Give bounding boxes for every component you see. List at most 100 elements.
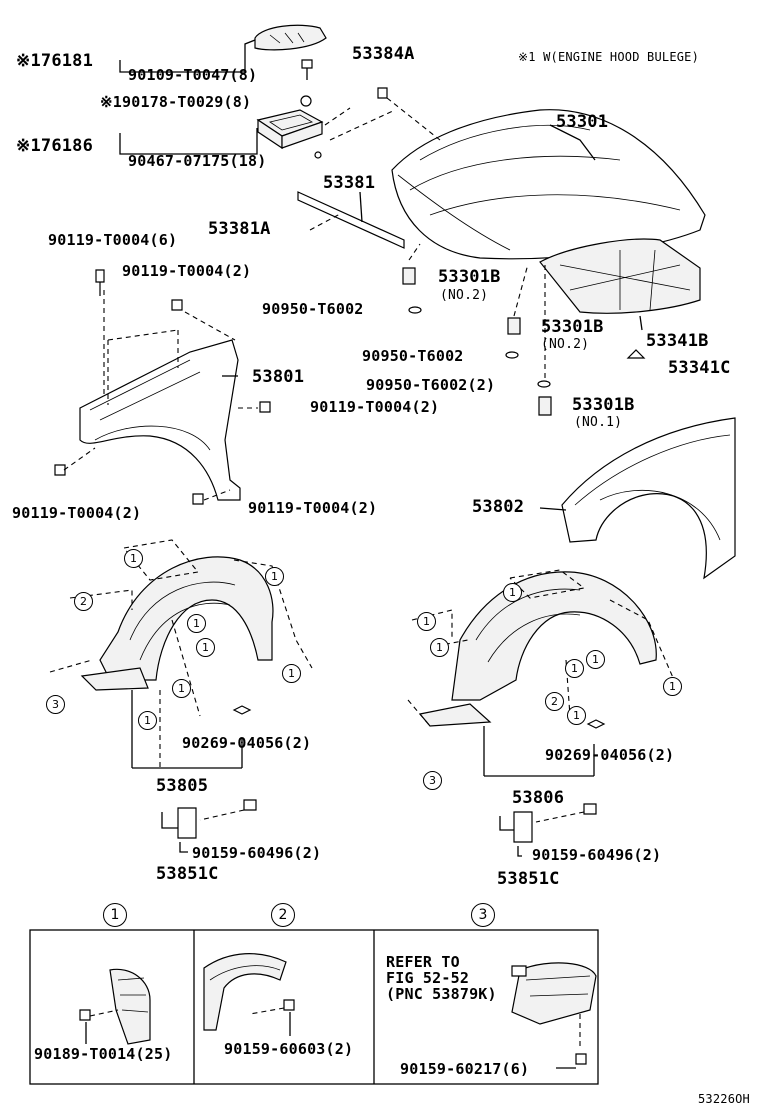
detail-3-part-label: 90159-60217(6) <box>400 1060 530 1078</box>
callout-2: 2 <box>74 592 93 611</box>
hood-seal-part <box>256 109 324 150</box>
callout-1: 1 <box>124 549 143 568</box>
callout-1: 1 <box>282 664 301 683</box>
part-label-53851C-a: 53851C <box>156 864 219 884</box>
clip-53341C <box>626 349 646 359</box>
part-label-53381: 53381 <box>323 173 376 193</box>
part-label-90269-a: 90269-04056(2) <box>182 734 312 752</box>
part-label-90269-b: 90269-04056(2) <box>545 746 675 764</box>
cushion-53301B-a <box>402 267 416 285</box>
part-label-176186: ※176186 <box>16 136 94 156</box>
callout-1: 1 <box>430 638 449 657</box>
part-label-90119-e: 90119-T0004(2) <box>248 499 378 517</box>
fender-right <box>561 417 736 580</box>
part-label-90109: 90109-T0047(8) <box>128 66 258 84</box>
washer-90950-b <box>505 351 519 359</box>
cushion-53301B-c <box>538 396 552 416</box>
part-label-53805: 53805 <box>156 776 209 796</box>
callout-1: 1 <box>565 659 584 678</box>
liner-flap-left <box>80 667 149 691</box>
part-label-53801: 53801 <box>252 367 305 387</box>
part-label-90159-b: 90159-60496(2) <box>532 846 662 864</box>
hood-insulator <box>539 238 701 314</box>
washer-90950-a <box>408 306 422 314</box>
part-label-53806: 53806 <box>512 788 565 808</box>
hood-seal-strip <box>297 191 405 249</box>
part-label-90159-a: 90159-60496(2) <box>192 844 322 862</box>
guard-53851C-b <box>513 811 533 843</box>
bolt-90119-c <box>259 401 271 413</box>
part-label-53381A: 53381A <box>208 219 271 239</box>
cushion-53301B-b <box>507 317 521 335</box>
part-label-no1: (NO.1) <box>574 415 623 430</box>
screw-90109 <box>301 59 313 80</box>
guard-53851C-a <box>177 807 197 839</box>
part-label-53851C-b: 53851C <box>497 869 560 889</box>
callout-2: 2 <box>545 692 564 711</box>
part-label-90467: 90467-07175(18) <box>128 152 267 170</box>
part-label-no2-1: (NO.2) <box>440 288 489 303</box>
callout-1: 1 <box>196 638 215 657</box>
part-label-53384A: 53384A <box>352 44 415 64</box>
callout-1: 1 <box>586 650 605 669</box>
part-label-53301B-1: 53301B <box>438 267 501 287</box>
fender-left <box>79 339 241 501</box>
figure-id: 53226OH <box>698 1092 750 1106</box>
detail-1-header: 1 <box>103 903 127 927</box>
detail-2-part-label: 90159-60603(2) <box>224 1040 354 1058</box>
part-label-53802: 53802 <box>472 497 525 517</box>
callout-3: 3 <box>423 771 442 790</box>
detail-3-header: 3 <box>471 903 495 927</box>
callout-3: 3 <box>46 695 65 714</box>
callout-1: 1 <box>172 679 191 698</box>
part-label-53301B-3: 53301B <box>572 395 635 415</box>
bolt-90119-e <box>192 493 204 505</box>
note-engine-hood-bulge: ※1 W(ENGINE HOOD BULEGE) <box>518 50 700 64</box>
part-label-90119-b: 90119-T0004(2) <box>122 262 252 280</box>
part-label-53341B: 53341B <box>646 331 709 351</box>
part-label-176181: ※176181 <box>16 51 94 71</box>
screw-90159-b <box>583 803 597 815</box>
hood-bulge-part <box>254 24 327 51</box>
liner-flap-right <box>418 703 492 727</box>
detail-3-drawing <box>511 962 597 1069</box>
clip-53384A <box>377 87 388 99</box>
part-label-90119-d: 90119-T0004(2) <box>12 504 142 522</box>
bolt-90119-b <box>171 299 183 311</box>
callout-1: 1 <box>503 583 522 602</box>
part-label-53301B-2: 53301B <box>541 317 604 337</box>
part-label-90119-a: 90119-T0004(6) <box>48 231 178 249</box>
detail-3-refer-line1: REFER TO <box>386 953 460 971</box>
hood-panel <box>391 109 706 260</box>
clip-90269-b <box>586 719 606 729</box>
clip-90467 <box>314 151 322 159</box>
part-label-190178: ※190178-T0029(8) <box>100 93 252 111</box>
detail-3-refer-line3: (PNC 53879K) <box>386 985 497 1003</box>
fender-liner-right <box>451 571 657 701</box>
callout-1: 1 <box>567 706 586 725</box>
part-label-53341C: 53341C <box>668 358 731 378</box>
callout-1: 1 <box>417 612 436 631</box>
part-label-90950-1: 90950-T6002 <box>262 300 364 318</box>
detail-2-header: 2 <box>271 903 295 927</box>
callout-1: 1 <box>187 614 206 633</box>
bolt-90119-a <box>95 269 105 296</box>
bolt-90119-d <box>54 464 66 476</box>
fender-liner-left <box>99 556 274 681</box>
nut-190178 <box>300 95 312 107</box>
detail-3-refer-line2: FIG 52-52 <box>386 969 470 987</box>
callout-1: 1 <box>138 711 157 730</box>
detail-1-drawing <box>79 968 151 1045</box>
part-label-53301: 53301 <box>556 112 609 132</box>
part-label-90950-3: 90950-T6002(2) <box>366 376 496 394</box>
clip-90269-a <box>232 705 252 715</box>
washer-90950-c <box>537 380 551 388</box>
screw-90159-a <box>243 799 257 811</box>
callout-1: 1 <box>265 567 284 586</box>
part-label-90119-c: 90119-T0004(2) <box>310 398 440 416</box>
detail-frame <box>29 929 599 1085</box>
callout-1: 1 <box>663 677 682 696</box>
part-label-90950-2: 90950-T6002 <box>362 347 464 365</box>
detail-2-drawing <box>203 953 295 1036</box>
